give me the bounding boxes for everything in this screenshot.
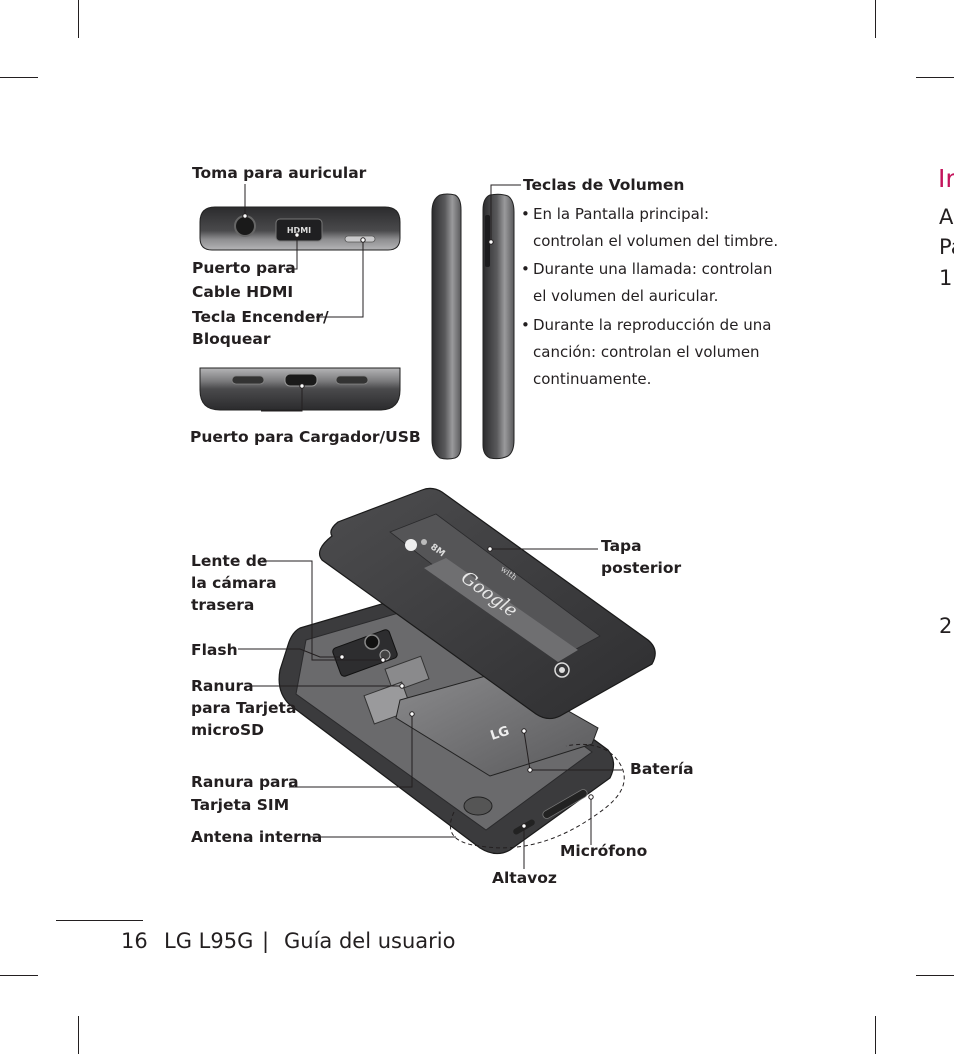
volume-bullet-3-line3: continuamente. bbox=[533, 370, 652, 388]
next-page-line-1: A bbox=[939, 205, 954, 229]
crop-mark bbox=[78, 0, 79, 38]
microsd-label-line2: para Tarjeta bbox=[191, 699, 297, 717]
next-page-line-3: 1. bbox=[939, 266, 954, 290]
volume-bullet-2: •Durante una llamada: controlan el volum… bbox=[521, 256, 772, 310]
sim-label-line1: Ranura para bbox=[191, 773, 299, 791]
footer-guide-title: Guía del usuario bbox=[284, 929, 456, 953]
next-page-line-2: Pa bbox=[939, 235, 954, 259]
volume-keys-label: Teclas de Volumen bbox=[523, 176, 685, 194]
footer-separator: | bbox=[262, 929, 270, 953]
battery-label: Batería bbox=[630, 760, 694, 778]
volume-bullet-2-line1: Durante una llamada: controlan bbox=[533, 260, 773, 278]
power-key-label-line1: Tecla Encender/ bbox=[192, 308, 329, 326]
next-page-heading: Ir bbox=[938, 164, 954, 193]
phone-right-side-view bbox=[482, 193, 515, 460]
phone-bottom-view bbox=[199, 367, 401, 411]
sim-label-line2: Tarjeta SIM bbox=[191, 796, 290, 814]
crop-mark bbox=[0, 77, 38, 78]
power-key-label-line2: Bloquear bbox=[192, 330, 271, 348]
microsd-label-line1: Ranura bbox=[191, 677, 254, 695]
flash-label: Flash bbox=[191, 641, 238, 659]
microphone-label: Micrófono bbox=[560, 842, 648, 860]
crop-mark bbox=[875, 1016, 876, 1054]
rear-camera-label-line2: la cámara bbox=[191, 574, 277, 592]
leader-dots bbox=[242, 213, 594, 829]
volume-bullet-1-line2: controlan el volumen del timbre. bbox=[533, 232, 779, 250]
crop-mark bbox=[875, 0, 876, 38]
phone-left-side-view bbox=[431, 193, 462, 460]
back-cover-label-line1: Tapa bbox=[601, 537, 642, 555]
volume-bullet-1: •En la Pantalla principal: controlan el … bbox=[521, 201, 778, 255]
crop-mark bbox=[916, 77, 954, 78]
microsd-label-line3: microSD bbox=[191, 721, 264, 739]
next-page-line-4: 2 bbox=[939, 614, 953, 638]
phone-back-exploded-view: LG 8M Google with bbox=[278, 487, 656, 855]
speaker-label: Altavoz bbox=[492, 869, 557, 887]
leader-lines bbox=[238, 184, 622, 869]
volume-bullet-1-line1: En la Pantalla principal: bbox=[533, 205, 710, 223]
footer-rule bbox=[56, 920, 143, 921]
page-number: 16 bbox=[121, 929, 148, 953]
hdmi-port-label-line2: Cable HDMI bbox=[192, 283, 294, 301]
hdmi-port-label-line1: Puerto para bbox=[192, 259, 296, 277]
antenna-label: Antena interna bbox=[191, 828, 323, 846]
volume-bullet-3: •Durante la reproducción de una canción:… bbox=[521, 312, 771, 393]
charger-port-label: Puerto para Cargador/USB bbox=[190, 428, 421, 446]
rear-camera-label-line1: Lente de bbox=[191, 552, 268, 570]
battery-lg-logo: LG bbox=[489, 724, 512, 744]
footer-product: LG L95G bbox=[164, 929, 254, 953]
crop-mark bbox=[0, 975, 38, 976]
rear-camera-label-line3: trasera bbox=[191, 596, 255, 614]
volume-bullet-3-line2: canción: controlan el volumen bbox=[533, 343, 760, 361]
back-cover-label-line2: posterior bbox=[601, 559, 682, 577]
volume-bullet-3-line1: Durante la reproducción de una bbox=[533, 316, 772, 334]
headphone-jack-label: Toma para auricular bbox=[192, 164, 367, 182]
phone-top-view: HDMI bbox=[199, 206, 401, 251]
volume-bullet-2-line2: el volumen del auricular. bbox=[533, 287, 719, 305]
crop-mark bbox=[78, 1016, 79, 1054]
crop-mark bbox=[916, 975, 954, 976]
hdmi-logo: HDMI bbox=[287, 226, 311, 235]
